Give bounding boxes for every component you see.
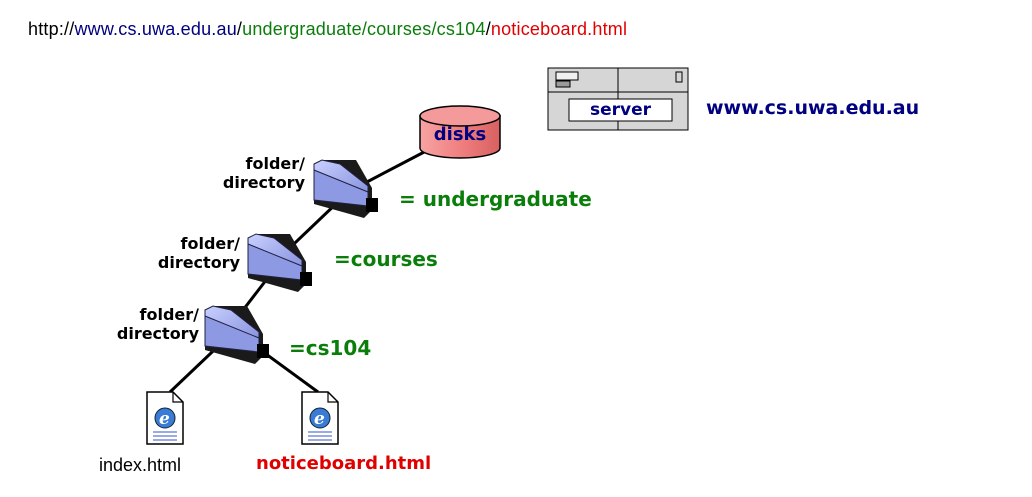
folder-icon: [313, 159, 378, 218]
disk-label: disks: [433, 124, 487, 145]
file-label-index: index.html: [99, 455, 182, 475]
folder-icon: [247, 233, 312, 292]
url-slash: /: [236, 19, 243, 39]
url-slash: /: [485, 19, 491, 39]
url-text: http://www.cs.uwa.edu.au/undergraduate/c…: [28, 19, 627, 40]
folder-name: =courses: [334, 247, 438, 271]
folder-name: =cs104: [289, 336, 372, 360]
web-page-icon: e: [146, 391, 184, 445]
folder-caption: folder/ directory: [116, 305, 199, 343]
folder-caption: folder/ directory: [157, 234, 240, 272]
url-scheme: http://: [28, 19, 75, 39]
disk-icon: [419, 105, 501, 159]
svg-text:e: e: [159, 409, 170, 429]
url-host: www.cs.uwa.edu.au: [74, 19, 237, 39]
file-label-noticeboard: noticeboard.html: [256, 453, 432, 474]
folder-name: = undergraduate: [399, 187, 592, 211]
link-disk-folder1: [364, 148, 429, 185]
url-file: noticeboard.html: [490, 19, 628, 39]
server-icon: [547, 67, 689, 131]
folder-icon: [204, 305, 269, 364]
folder-caption: folder/ directory: [222, 154, 305, 192]
server-host: www.cs.uwa.edu.au: [706, 97, 920, 119]
url-path: undergraduate/courses/cs104: [242, 19, 486, 39]
server-label: server: [589, 100, 652, 120]
svg-text:e: e: [314, 409, 325, 429]
web-page-icon: e: [301, 391, 339, 445]
